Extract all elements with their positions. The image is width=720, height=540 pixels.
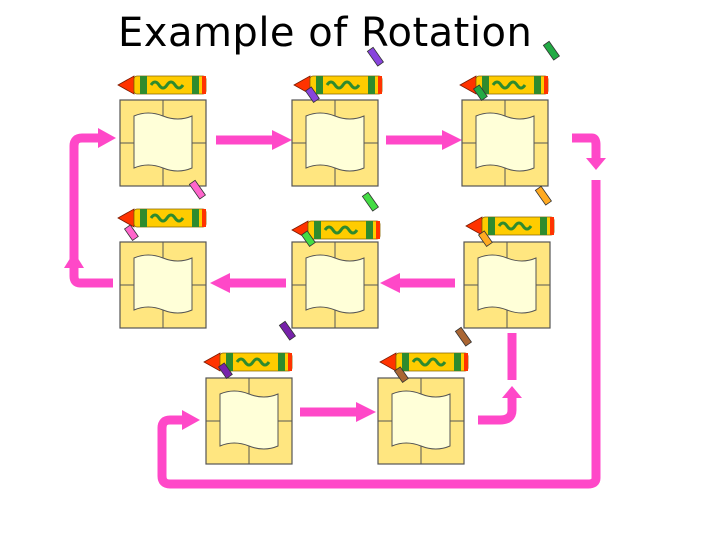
arrow-head-10 [182,410,200,430]
small-crayon-icon [393,366,409,384]
arrow-6-to-1 [69,133,113,288]
crayon-icon-3 [458,74,550,96]
arrow-head-4 [380,273,400,293]
small-crayon-icon [123,224,139,242]
small-crayon-icon [534,185,552,206]
small-crayon-icon [188,179,206,200]
small-crayon-icon [366,46,384,67]
station-1 [119,99,207,187]
small-crayon-icon [278,320,296,341]
crayon-icon-7 [202,351,294,373]
arrow-head-9 [502,386,522,398]
crayon-icon-8 [378,351,470,373]
station-8 [377,377,465,465]
arrow-loop-up-to-5 [157,180,601,489]
small-crayon-icon [300,230,316,248]
small-crayon-icon [361,191,379,212]
small-crayons [123,40,560,384]
arrow-3-to-4 [572,133,601,160]
rotation-arrows [69,133,601,489]
arrow-head-2 [442,130,462,150]
arrow-head-8 [356,402,376,422]
arrow-head-3 [586,158,606,170]
station-5 [291,241,379,329]
crayon-icon-1 [116,74,208,96]
station-6 [119,241,207,329]
small-crayon-icon [304,86,320,104]
arrow-head-1 [272,130,292,150]
arrow-head-6 [64,252,84,268]
small-crayon-icon [472,84,488,102]
diagram-title: Example of Rotation [118,10,533,56]
station-4 [463,241,551,329]
small-crayon-icon [477,230,493,248]
station-3 [461,99,549,187]
arrow-head-7 [98,128,116,148]
arrow-8-to-7 [478,398,517,425]
crayon-icon-6 [464,215,556,237]
station-2 [291,99,379,187]
small-crayon-icon [454,326,472,347]
arrow-head-5 [210,273,230,293]
arrow-heads [64,128,606,430]
station-7 [205,377,293,465]
crayon-icon-4 [116,207,208,229]
small-crayon-icon [542,40,560,61]
small-crayon-icon [217,362,233,380]
